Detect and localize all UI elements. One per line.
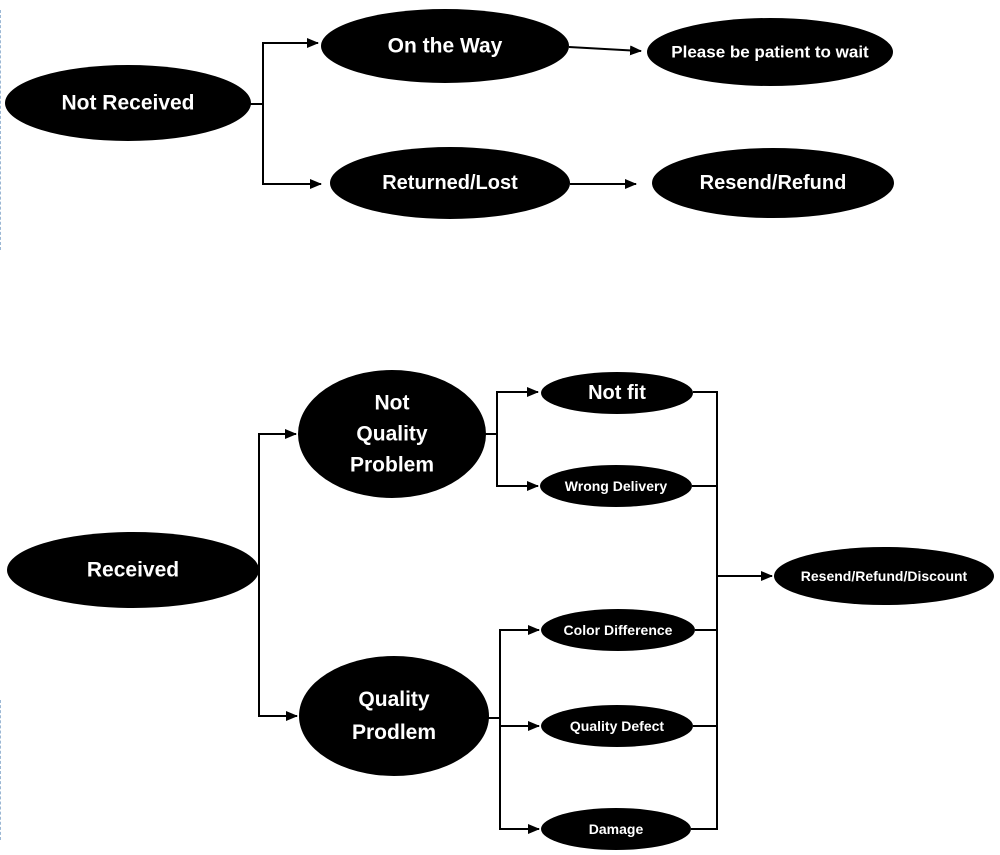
connector-arrow-1 xyxy=(250,38,319,105)
node-please-wait-label: Please be patient to wait xyxy=(671,43,869,62)
node-not-quality-problem-label: Problem xyxy=(350,454,434,477)
node-not-fit-label: Not fit xyxy=(588,382,646,404)
left-edge-marker-top xyxy=(0,10,2,250)
node-quality-defect: Quality Defect xyxy=(541,705,693,747)
node-color-difference-shape xyxy=(541,609,695,651)
node-quality-problem-shape xyxy=(299,656,489,776)
node-quality-problem-label: Prodlem xyxy=(352,721,436,744)
node-quality-defect-shape xyxy=(541,705,693,747)
connector-arrow-12 xyxy=(691,391,718,830)
connector-arrow-9 xyxy=(488,625,540,719)
node-returned-lost: Returned/Lost xyxy=(330,147,570,219)
node-not-received-shape xyxy=(5,65,251,141)
node-received-shape xyxy=(7,532,259,608)
node-not-quality-problem-label: Not xyxy=(375,392,410,415)
node-wrong-delivery: Wrong Delivery xyxy=(540,465,692,507)
connectors xyxy=(250,38,773,834)
node-resend-refund: Resend/Refund xyxy=(652,148,894,218)
node-on-the-way: On the Way xyxy=(321,9,569,83)
node-not-quality-problem-shape xyxy=(298,370,486,498)
node-received: Received xyxy=(7,532,259,608)
nodes: Not Received On the Way Please be patient … xyxy=(5,9,994,850)
node-not-fit: Not fit xyxy=(541,372,693,414)
node-damage: Damage xyxy=(541,808,691,850)
node-returned-lost-shape xyxy=(330,147,570,219)
node-quality-problem-label: Quality xyxy=(358,688,430,711)
node-wrong-delivery-shape xyxy=(540,465,692,507)
node-resend-refund-label: Resend/Refund xyxy=(700,172,847,194)
node-resend-refund-shape xyxy=(652,148,894,218)
connector-arrow-8 xyxy=(496,434,539,491)
node-received-label: Received xyxy=(87,559,179,582)
node-please-wait-shape xyxy=(647,18,893,86)
node-wrong-delivery-label: Wrong Delivery xyxy=(565,478,668,494)
node-quality-defect-label: Quality Defect xyxy=(570,718,664,734)
node-not-quality-problem-label: Quality xyxy=(356,423,428,446)
node-not-received: Not Received xyxy=(5,65,251,141)
connector-arrow-6 xyxy=(258,571,298,721)
node-on-the-way-label: On the Way xyxy=(388,35,503,58)
connector-arrow-5 xyxy=(258,429,297,571)
connector-arrow-2 xyxy=(262,104,322,189)
node-color-difference: Color Difference xyxy=(541,609,695,651)
connector-arrow-10 xyxy=(499,718,540,731)
node-not-fit-shape xyxy=(541,372,693,414)
left-edge-marker-bottom xyxy=(0,700,2,840)
connector-arrow-3 xyxy=(568,45,642,56)
node-damage-shape xyxy=(541,808,691,850)
connector-arrow-11 xyxy=(499,718,540,834)
node-color-difference-label: Color Difference xyxy=(564,622,673,638)
node-resend-refund-discount: Resend/Refund/Discount xyxy=(774,547,994,605)
node-on-the-way-shape xyxy=(321,9,569,83)
node-damage-label: Damage xyxy=(589,821,644,837)
node-not-received-label: Not Received xyxy=(61,92,194,115)
node-please-wait: Please be patient to wait xyxy=(647,18,893,86)
connector-arrow-7 xyxy=(485,387,539,435)
node-returned-lost-label: Returned/Lost xyxy=(382,172,518,194)
node-resend-refund-discount-shape xyxy=(774,547,994,605)
node-resend-refund-discount-label: Resend/Refund/Discount xyxy=(801,568,968,584)
